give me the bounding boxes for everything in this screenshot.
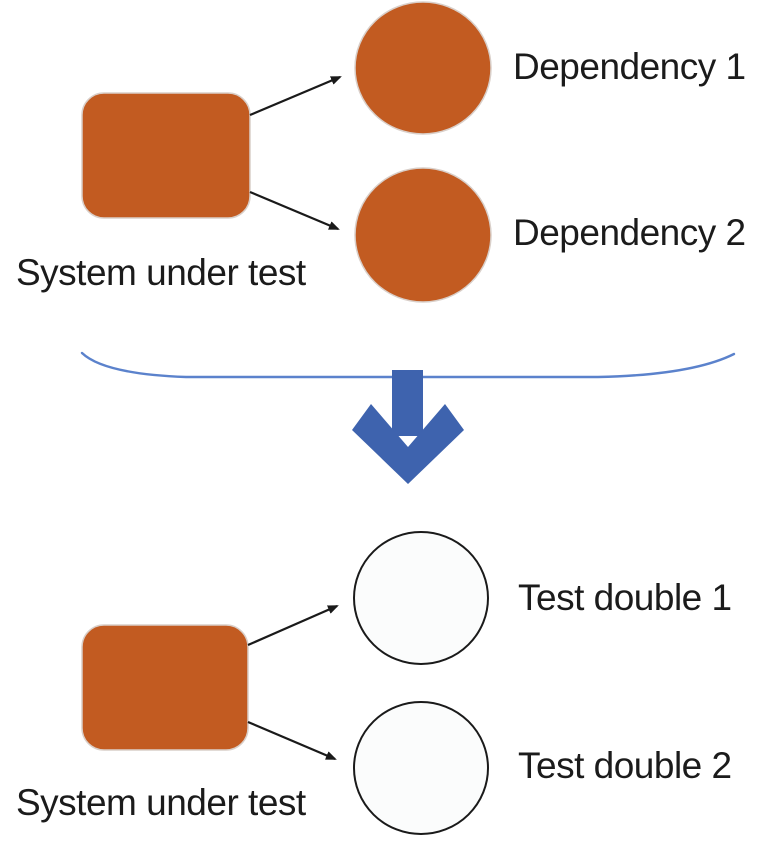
arrow-to-dependency-1 [249, 75, 342, 117]
dependency-1-label: Dependency 1 [513, 46, 746, 87]
system-under-test-box-after [81, 624, 249, 751]
test-double-1-circle [353, 531, 489, 665]
test-double-2-label: Test double 2 [518, 745, 732, 786]
arrow-to-test-double-1 [247, 604, 339, 647]
system-under-test-box-before [81, 92, 251, 219]
arrow-to-test-double-2 [247, 720, 337, 761]
arrow-to-dependency-2 [249, 190, 340, 231]
dependency-2-label: Dependency 2 [513, 212, 746, 253]
system-under-test-label-after: System under test [16, 782, 306, 823]
test-double-2-circle [353, 701, 489, 835]
brace-curve [80, 351, 736, 379]
system-under-test-label-before: System under test [16, 252, 306, 293]
transformation-down-arrow [352, 370, 464, 484]
dependency-1-circle [354, 1, 492, 135]
dependency-2-circle [354, 167, 492, 303]
test-double-1-label: Test double 1 [518, 577, 732, 618]
